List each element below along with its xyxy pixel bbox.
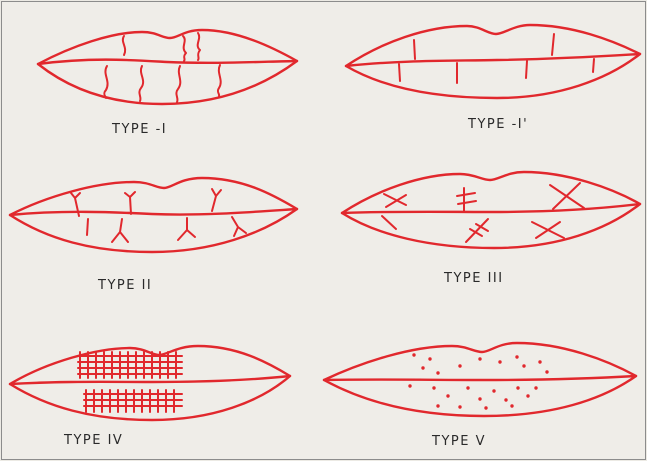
- lip-center-line: [10, 376, 290, 384]
- lip-center-line: [38, 60, 297, 64]
- lip-type-2: TYPE II: [10, 178, 297, 293]
- lip-type-3: TYPE III: [342, 172, 640, 286]
- type-label: TYPE V: [431, 434, 486, 449]
- lip-outline: [342, 172, 640, 248]
- vertical-grooves: [104, 33, 220, 102]
- type-label: TYPE II: [97, 278, 152, 293]
- lip-type-5: TYPE V: [324, 343, 636, 449]
- lip-type-4: TYPE IV: [10, 346, 290, 448]
- dot-pattern: [408, 353, 548, 409]
- lower-grid: [84, 390, 182, 412]
- lip-center-line: [342, 204, 640, 213]
- lip-type-1-prime: TYPE -I': [346, 25, 640, 132]
- type-label: TYPE III: [443, 271, 504, 286]
- lip-type-1: TYPE -I: [38, 30, 297, 137]
- lip-outline: [38, 30, 297, 104]
- upper-grid: [78, 352, 182, 378]
- lip-center-line: [324, 376, 636, 380]
- type-label: TYPE -I: [111, 122, 167, 137]
- lip-center-line: [10, 209, 297, 215]
- branched-grooves: [71, 189, 246, 242]
- type-label: TYPE IV: [63, 433, 123, 448]
- lip-center-line: [346, 54, 640, 66]
- type-label: TYPE -I': [467, 117, 528, 132]
